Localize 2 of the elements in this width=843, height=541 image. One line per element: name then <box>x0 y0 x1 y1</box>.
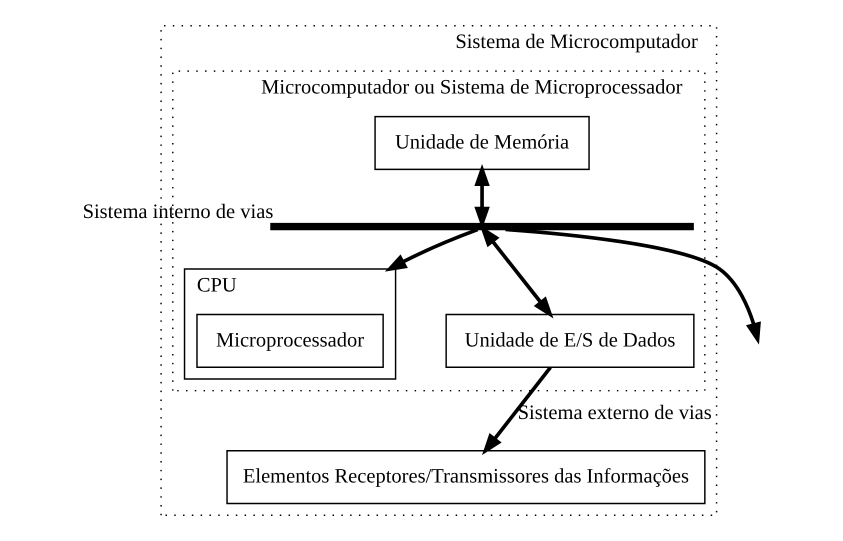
node-label: Sistema interno de vias <box>82 201 274 224</box>
edge-label: Sistema externo de vias <box>518 402 712 424</box>
